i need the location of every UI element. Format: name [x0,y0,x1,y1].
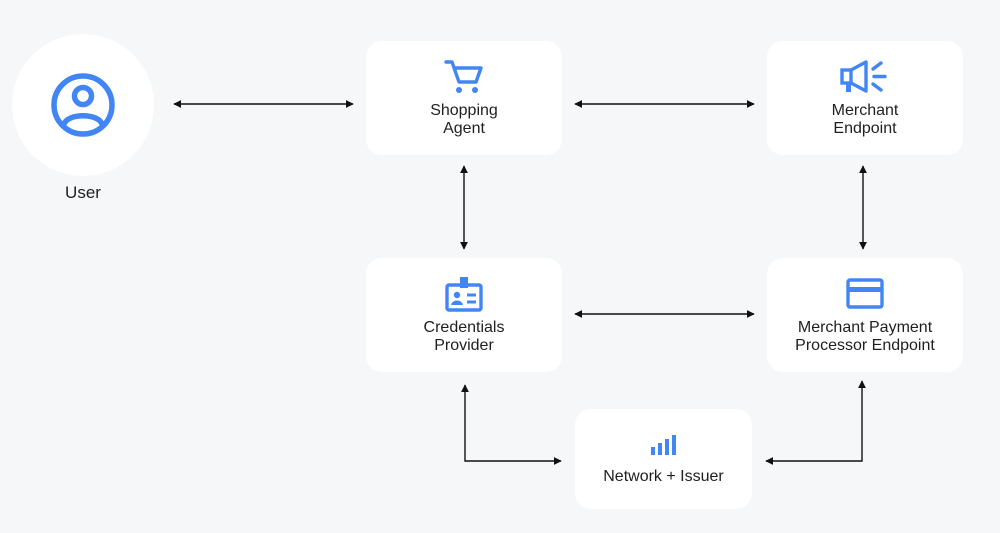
network-issuer-node: Network + Issuer [575,409,752,509]
merchant-endpoint-node: Merchant Endpoint [767,41,963,155]
merchant-payment-processor-label-line2: Processor Endpoint [795,337,935,354]
merchant-endpoint-label-line1: Merchant [831,102,899,119]
account-circle-icon [51,73,115,137]
credentials-provider-label-line1: Credentials [423,319,505,336]
merchant-payment-processor-node: Merchant Payment Processor Endpoint [767,258,963,372]
arrow-payment-processor-network-issuer [765,380,866,465]
credentials-provider-label-line2: Provider [434,337,494,354]
shopping-cart-icon [444,60,483,93]
credit-card-icon [846,278,884,309]
arrow-credentials-provider-network-issuer [461,384,562,465]
signal-bars-icon [650,435,676,455]
shopping-agent-label-line1: Shopping [430,102,498,119]
megaphone-icon [840,60,887,93]
network-issuer-label: Network + Issuer [603,468,724,485]
badge-icon [445,277,483,312]
shopping-agent-label-line2: Agent [443,120,485,137]
merchant-endpoint-label-line2: Endpoint [833,120,897,137]
merchant-payment-processor-label-line1: Merchant Payment [797,319,933,336]
user-label: User [65,183,101,202]
credentials-provider-node: Credentials Provider [366,258,562,372]
shopping-agent-node: Shopping Agent [366,41,562,155]
user-avatar-circle [12,34,154,176]
